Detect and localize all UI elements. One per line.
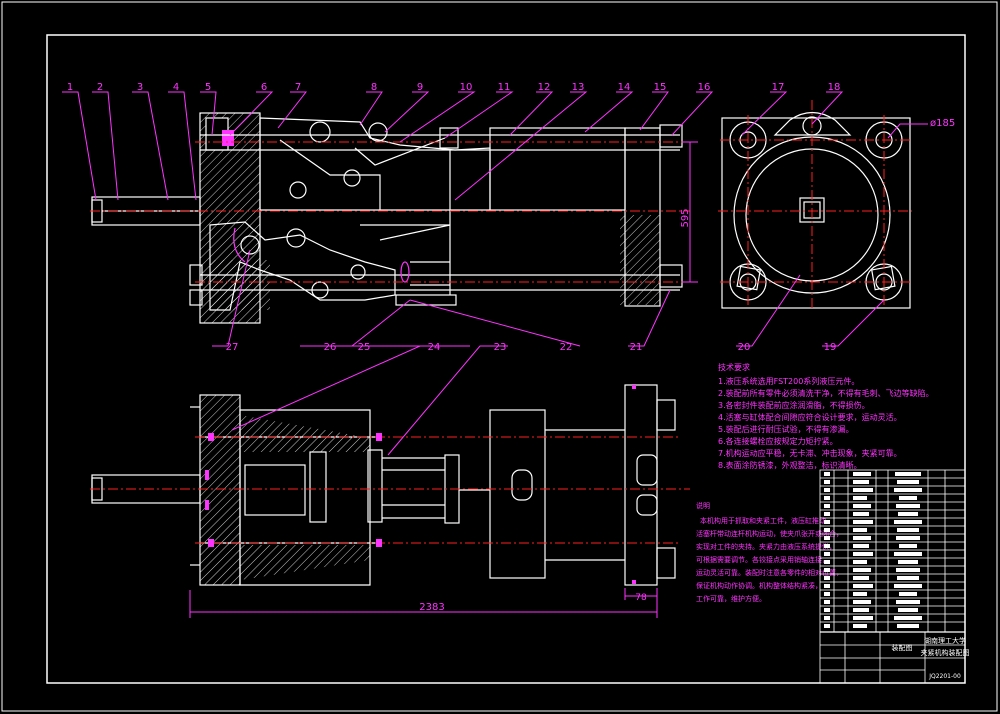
notes-line: 本机构用于抓取和夹紧工件，液压缸推动	[700, 516, 826, 525]
height-dimension-label: 595	[680, 208, 691, 227]
part-label: 13	[572, 82, 585, 93]
part-label: 15	[654, 82, 667, 93]
top-centerlines	[90, 436, 690, 544]
top-view	[91, 384, 676, 586]
front-view	[91, 112, 683, 324]
part-label: 14	[618, 82, 631, 93]
notes: 说明 本机构用于抓取和夹紧工件，液压缸推动 活塞杆带动连杆机构运动，使夹爪张开或…	[696, 501, 843, 603]
part-label: 23	[494, 342, 507, 353]
tech-requirements: 技术要求 1.液压系统选用FST200系列液压元件。 2.装配前所有零件必须清洗…	[718, 362, 934, 470]
part-label: 16	[698, 82, 711, 93]
tech-requirement-item: 7.机构运动应平稳，无卡滞、冲击现象，夹紧可靠。	[718, 448, 902, 458]
part-label: 8	[371, 82, 377, 93]
part-label: 9	[417, 82, 423, 93]
length-dimension	[189, 588, 658, 618]
tech-requirement-item: 2.装配前所有零件必须清洗干净，不得有毛刺、飞边等缺陷。	[718, 388, 934, 398]
title-block-category: 装配图	[892, 643, 913, 652]
part-label: 20	[738, 342, 751, 353]
side-centerlines	[718, 100, 912, 310]
part-label: 24	[428, 342, 441, 353]
part-label: 6	[261, 82, 267, 93]
notes-line: 工作可靠，维护方便。	[696, 594, 766, 603]
small-dimension-label: 78	[635, 593, 647, 603]
notes-line: 保证机构动作协调。机构整体结构紧凑，	[696, 581, 822, 590]
tech-requirement-item: 8.表面涂防锈漆，外观整洁，标识清晰。	[718, 460, 862, 470]
part-label: 25	[358, 342, 371, 353]
part-label: 11	[498, 82, 511, 93]
part-labels: 1 2 3 4 5 6 7 8 9 10 11 12 13 14 15 16 1…	[67, 82, 841, 353]
diameter-dimension-label: ø185	[930, 118, 955, 129]
part-label: 3	[137, 82, 143, 93]
part-label: 18	[828, 82, 841, 93]
part-label: 22	[560, 342, 573, 353]
part-label: 5	[205, 82, 211, 93]
parts-list	[819, 469, 966, 684]
tech-requirements-heading: 技术要求	[718, 362, 750, 372]
parts-list-entries	[824, 472, 922, 628]
tech-requirement-item: 1.液压系统选用FST200系列液压元件。	[718, 376, 859, 386]
tech-requirement-item: 6.各连接螺栓应按规定力矩拧紧。	[718, 436, 838, 446]
notes-line: 活塞杆带动连杆机构运动，使夹爪张开或闭合，	[696, 529, 843, 538]
part-label: 19	[824, 342, 837, 353]
title-block-drawing-number: JQ2201-00	[928, 673, 961, 680]
part-label: 10	[460, 82, 473, 93]
height-dimension	[682, 141, 698, 283]
part-label: 17	[772, 82, 785, 93]
length-dimension-label: 2383	[419, 602, 444, 613]
side-view	[721, 111, 911, 309]
part-label: 4	[173, 82, 179, 93]
top-accents	[205, 385, 636, 584]
notes-line: 实现对工件的夹持。夹紧力由液压系统提供，	[696, 542, 836, 551]
part-label: 27	[226, 342, 239, 353]
notes-line: 可根据需要调节。各铰接点采用销轴连接，	[696, 555, 829, 564]
part-label: 12	[538, 82, 551, 93]
tech-requirement-item: 5.装配后进行耐压试验，不得有渗漏。	[718, 424, 854, 434]
notes-heading: 说明	[696, 501, 710, 510]
title-block-school: 湖南理工大学	[924, 636, 966, 645]
notes-line: 运动灵活可靠。装配时注意各零件的相对位置，	[696, 568, 843, 577]
tech-requirement-item: 4.活塞与缸体配合间隙应符合设计要求，运动灵活。	[718, 412, 902, 422]
title-block-drawing-name: 夹紧机构装配图	[921, 648, 970, 657]
part-label: 1	[67, 82, 73, 93]
leader-lines	[62, 91, 928, 456]
part-label: 26	[324, 342, 337, 353]
front-centerlines	[90, 141, 690, 283]
tech-requirement-item: 3.各密封件装配前应涂润滑脂，不得损伤。	[718, 400, 870, 410]
part-label: 7	[295, 82, 301, 93]
part-label: 2	[97, 82, 103, 93]
part-label: 21	[630, 342, 643, 353]
